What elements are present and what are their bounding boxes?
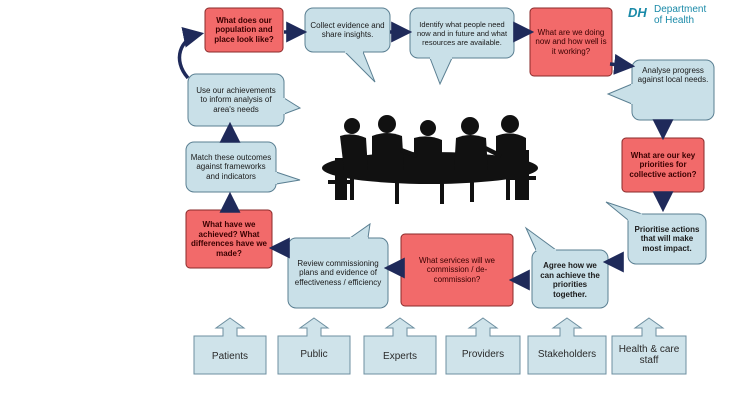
node-commission-question: What services will we commission / de-co… [418,255,495,284]
stakeholder-arrow-shape [193,317,267,375]
stakeholder-patients: Patients [211,350,249,362]
node-analyse-progress: Analyse progress against local needs. [637,65,709,85]
stakeholder-arrow-shape [527,317,607,375]
node-match-outcomes: Match these outcomes against frameworks … [190,152,272,181]
logo-name-line2: of Health [654,15,695,26]
meeting-silhouette-icon [322,115,538,204]
node-population-question: What does our population and place look … [214,15,274,44]
callout-seam [627,213,643,221]
node-agree-how: Agree how we can achieve the priorities … [540,261,600,299]
callout-tail [283,97,302,115]
flow-arrow-icon [609,53,636,75]
node-identify-needs: Identify what people need now and in fut… [416,19,508,47]
stakeholder-arrow-shape [277,317,351,375]
callout-tail [343,51,376,83]
callout-tail [429,57,453,86]
department-of-health-logo: DH Department of Health [628,2,728,40]
callout-tail [275,171,301,185]
logo-name: Department of Health [654,4,706,26]
callout-box [627,213,707,265]
logo-name-line1: Department [654,4,707,15]
stakeholder-experts: Experts [383,350,417,362]
flow-arrows [177,21,674,291]
node-achieved-question: What have we achieved? What differences … [190,220,268,258]
stakeholder-arrows [193,317,687,375]
stakeholder-arrow-shape [611,317,687,375]
node-prioritise-actions: Prioritise actions that will make most i… [634,224,700,253]
node-review-plans: Review commissioning plans and evidence … [294,258,382,287]
callout-box [531,249,609,309]
stakeholder-arrow-shape [363,317,437,375]
flow-arrow-icon [177,27,205,80]
logo-mark: DH [628,5,647,20]
stakeholder-providers: Providers [461,348,505,360]
callout-tail [524,226,558,251]
node-collect-evidence: Collect evidence and share insights. [310,20,385,40]
node-shapes [185,7,715,309]
question-box [204,7,284,53]
stakeholder-stakeholders: Stakeholders [537,348,597,360]
callout-tail [348,222,371,239]
node-key-priorities-question: What are our key priorities for collecti… [629,150,697,179]
node-doing-now-question: What are we doing now and how well is it… [535,27,607,56]
stakeholder-public: Public [300,348,328,360]
stakeholder-arrow-shape [445,317,521,375]
callout-tail [606,83,633,105]
node-use-achievements: Use our achievements to inform analysis … [196,85,276,114]
stakeholder-health-care-staff: Health & care staff [618,344,680,366]
